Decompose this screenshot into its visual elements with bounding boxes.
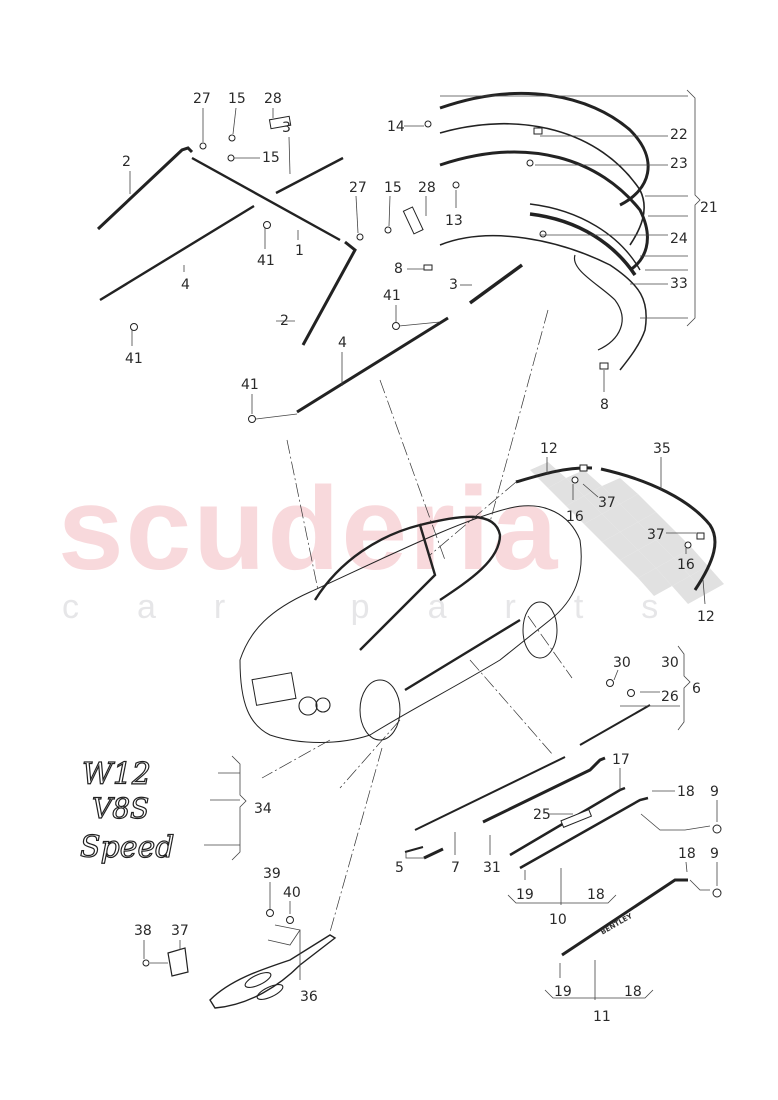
- leader-lines: [129, 89, 718, 1000]
- badge-speed: Speed: [80, 830, 174, 865]
- sill-plate-logo: BENTLEY: [599, 912, 634, 937]
- callout-2: 2: [280, 313, 289, 329]
- callout-23: 23: [670, 156, 688, 172]
- callout-30: 30: [661, 655, 679, 671]
- callout-11: 11: [593, 1009, 611, 1025]
- callout-41: 41: [383, 288, 401, 304]
- callout-39: 39: [263, 866, 281, 882]
- callout-36: 36: [300, 989, 318, 1005]
- badge-v8s: V8S: [92, 792, 149, 825]
- callout-27: 27: [193, 91, 211, 107]
- callout-18: 18: [678, 846, 696, 862]
- callout-18: 18: [677, 784, 695, 800]
- model-badges: W12 V8S Speed: [79, 756, 175, 865]
- callout-40: 40: [283, 885, 301, 901]
- callout-37: 37: [598, 495, 616, 511]
- callout-4: 4: [338, 335, 347, 351]
- callout-41: 41: [125, 351, 143, 367]
- checkered-flag-watermark: [530, 462, 724, 604]
- callout-10: 10: [549, 912, 567, 928]
- callout-26: 26: [661, 689, 679, 705]
- callout-3: 3: [449, 277, 458, 293]
- callout-19: 19: [554, 984, 572, 1000]
- callout-21: 21: [700, 200, 718, 216]
- callout-19: 19: [516, 887, 534, 903]
- callout-17: 17: [612, 752, 630, 768]
- callout-15: 15: [228, 91, 246, 107]
- callout-41: 41: [257, 253, 275, 269]
- callout-37: 37: [647, 527, 665, 543]
- part-outlines: [96, 91, 717, 1009]
- callout-18: 18: [624, 984, 642, 1000]
- callout-9: 9: [710, 846, 719, 862]
- callout-12: 12: [540, 441, 558, 457]
- callout-22: 22: [670, 127, 688, 143]
- callout-7: 7: [451, 860, 460, 876]
- callout-25: 25: [533, 807, 551, 823]
- callout-37: 37: [171, 923, 189, 939]
- location-lines: [261, 309, 573, 933]
- callout-34: 34: [254, 801, 272, 817]
- callout-18: 18: [587, 887, 605, 903]
- fasteners: [130, 115, 722, 967]
- callout-3: 3: [282, 120, 291, 136]
- callout-1: 1: [295, 243, 304, 259]
- callout-31: 31: [483, 860, 501, 876]
- badge-w12: W12: [82, 757, 151, 792]
- callout-38: 38: [134, 923, 152, 939]
- callout-12: 12: [697, 609, 715, 625]
- callout-16: 16: [566, 509, 584, 525]
- callout-6: 6: [692, 681, 701, 697]
- callout-14: 14: [387, 119, 405, 135]
- callout-16: 16: [677, 557, 695, 573]
- callout-13: 13: [445, 213, 463, 229]
- callout-41: 41: [241, 377, 259, 393]
- callout-4: 4: [181, 277, 190, 293]
- callout-33: 33: [670, 276, 688, 292]
- callout-30: 30: [613, 655, 631, 671]
- callout-2: 2: [122, 154, 131, 170]
- callout-8: 8: [600, 397, 609, 413]
- callout-15: 15: [384, 180, 402, 196]
- callout-24: 24: [670, 231, 688, 247]
- callout-28: 28: [418, 180, 436, 196]
- callout-27: 27: [349, 180, 367, 196]
- callout-35: 35: [653, 441, 671, 457]
- callout-28: 28: [264, 91, 282, 107]
- callout-9: 9: [710, 784, 719, 800]
- callout-15: 15: [262, 150, 280, 166]
- callout-8: 8: [394, 261, 403, 277]
- callout-5: 5: [395, 860, 404, 876]
